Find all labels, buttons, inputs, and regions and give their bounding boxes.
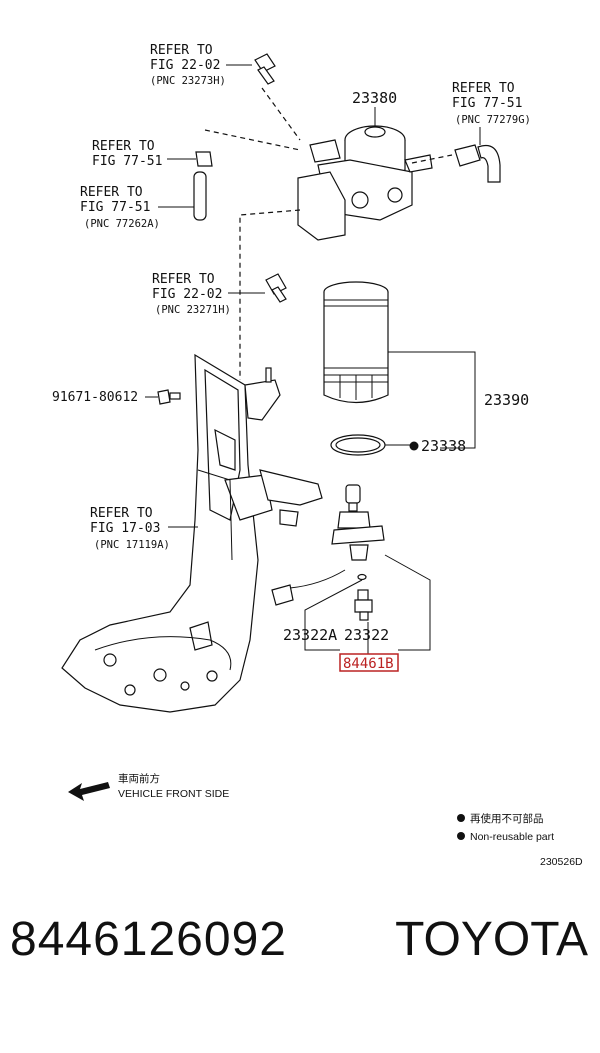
ref-fig2202-mid-pnc: (PNC 23271H) xyxy=(155,304,231,316)
ref-fig7751-b-pnc: (PNC 77262A) xyxy=(84,218,160,230)
ref-fig2202-top-line2: FIG 22-02 xyxy=(150,58,220,73)
part-91671-label: 91671-80612 xyxy=(52,390,138,405)
part-23322-label: 23322 xyxy=(344,626,389,644)
fuel-hose-left xyxy=(193,171,207,221)
ref-fig1703-pnc: (PNC 17119A) xyxy=(94,539,170,551)
ref-fig2202-mid-line2: FIG 22-02 xyxy=(152,287,222,302)
direction-en: VEHICLE FRONT SIDE xyxy=(118,788,229,800)
hose-clamp-left xyxy=(195,151,213,167)
bolt xyxy=(157,389,181,405)
part-23390-label: 23390 xyxy=(484,391,529,409)
ref-fig7751-a-line2: FIG 77-51 xyxy=(92,154,162,169)
o-ring xyxy=(330,434,386,456)
water-drain-plug xyxy=(331,484,385,561)
ref-fig7751-b-line2: FIG 77-51 xyxy=(80,200,150,215)
ref-fig2202-mid-line1: REFER TO xyxy=(152,272,215,287)
arrow-left-icon xyxy=(68,782,110,801)
footer-brand: TOYOTA xyxy=(395,913,588,966)
ref-fig7751-a-line1: REFER TO xyxy=(92,139,155,154)
part-23322a-label: 23322A xyxy=(283,626,337,644)
parts-diagram: REFER TO FIG 22-02 (PNC 23273H) 23380 RE… xyxy=(52,43,583,868)
part-23338-label: 23338 xyxy=(421,437,466,455)
ref-fig2202-top-line1: REFER TO xyxy=(150,43,213,58)
legend-en: Non-reusable part xyxy=(470,831,554,843)
non-reusable-mark xyxy=(409,441,419,451)
fuel-filter-element xyxy=(323,281,389,404)
water-level-sensor xyxy=(354,589,373,621)
highlight-box xyxy=(339,653,399,672)
ref-fig1703-line2: FIG 17-03 xyxy=(90,521,160,536)
footer: 8446126092 TOYOTA xyxy=(0,912,600,992)
hose-clamp-mid xyxy=(265,273,287,303)
part-84461-label[interactable]: 84461B xyxy=(343,656,394,672)
legend-dot-icon xyxy=(457,814,465,822)
ref-fig7751-b-line1: REFER TO xyxy=(80,185,143,200)
legend-dot-icon-2 xyxy=(457,832,465,840)
ref-fig7751-right-line2: FIG 77-51 xyxy=(452,96,522,111)
ref-fig2202-top-pnc: (PNC 23273H) xyxy=(150,75,226,87)
diagram-code: 230526D xyxy=(540,856,583,868)
fuel-filter-head xyxy=(297,125,433,241)
part-23380-label: 23380 xyxy=(352,89,397,107)
legend-jp: 再使用不可部品 xyxy=(470,812,544,825)
gasket-23322a xyxy=(357,573,367,581)
footer-part-number: 8446126092 xyxy=(10,913,287,966)
hose-clamp-top xyxy=(254,53,276,85)
direction-jp: 車両前方 xyxy=(118,772,160,785)
ref-fig7751-right-pnc: (PNC 77279G) xyxy=(455,114,531,126)
filter-bracket xyxy=(61,353,323,713)
ref-fig7751-right-line1: REFER TO xyxy=(452,81,515,96)
fuel-hose-right xyxy=(454,144,501,183)
ref-fig1703-line1: REFER TO xyxy=(90,506,153,521)
sensor-wire-connector xyxy=(271,569,346,606)
